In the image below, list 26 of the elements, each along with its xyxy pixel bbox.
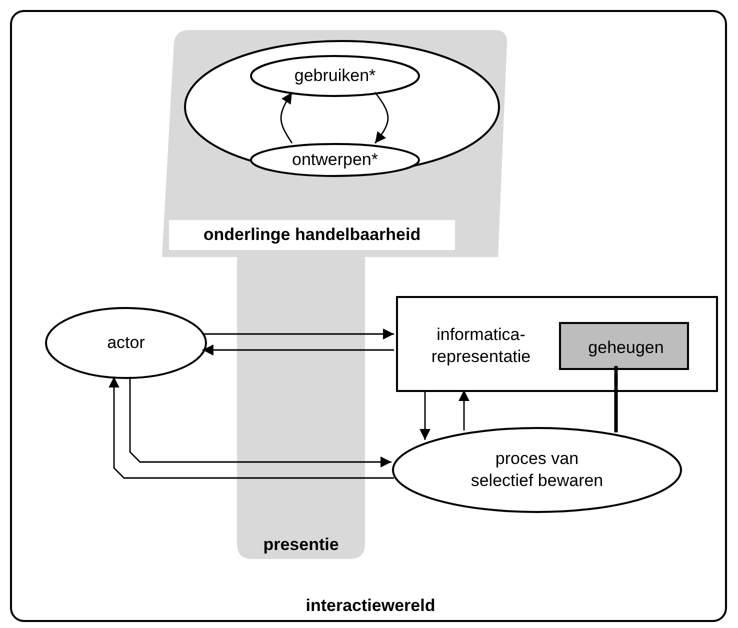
arrow: [374, 92, 389, 144]
process-box: [396, 296, 718, 392]
node-label: proces van selectief bewaren: [470, 448, 604, 492]
arrow: [202, 344, 394, 356]
world-frame: [10, 10, 727, 622]
ellipse-node: [250, 143, 420, 177]
node-label: ontwerpen*: [290, 149, 379, 171]
ellipse-node: [392, 427, 682, 513]
node-label: gebruiken*: [293, 65, 377, 87]
arrow: [420, 390, 430, 440]
node-label: informatica-representatie: [430, 324, 532, 368]
arrow: [458, 390, 470, 430]
arrow: [129, 376, 392, 468]
node-label: interactiewereld: [304, 595, 436, 617]
node-label: actor: [106, 332, 146, 354]
node-label: geheugen: [587, 337, 665, 359]
band-label: presentie: [262, 534, 340, 556]
ellipse-node: [184, 40, 500, 174]
arrow: [108, 376, 394, 479]
memory-box: [559, 322, 689, 370]
arrow: [280, 92, 293, 144]
connector-line: [614, 366, 618, 432]
arrow: [203, 328, 394, 340]
band-label: onderlinge handelbaarheid: [169, 220, 455, 250]
ellipse-node: [250, 55, 420, 97]
ellipse-node: [45, 307, 207, 379]
